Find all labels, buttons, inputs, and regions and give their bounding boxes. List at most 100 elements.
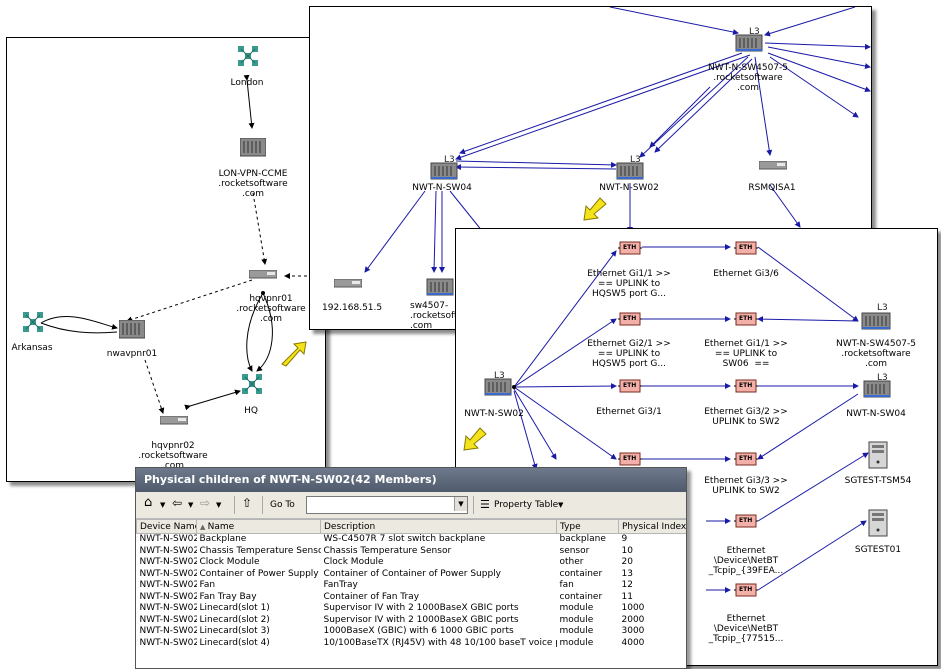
cell-description: Supervisor IV with 2 1000BaseX GBIC port… — [323, 614, 519, 625]
cell-description: WS-C4507R 7 slot switch backplane — [323, 534, 486, 544]
column-header-name[interactable]: ▲ Name — [196, 519, 321, 534]
property-table-icon[interactable]: ☰ — [480, 498, 490, 511]
cell-type: module — [559, 603, 594, 613]
column-header-physical-index[interactable]: Physical Index — [618, 519, 686, 534]
node-label-core: NWT-N-SW4507-5 .rocketsoftware .com — [835, 339, 917, 369]
node-label-eth-gi11-a: Ethernet Gi1/1 >> == UPLINK to HQSW5 por… — [587, 269, 671, 299]
cell-description: Clock Module — [323, 557, 384, 567]
node-label-sgtest-tsm54: SGTEST-TSM54 — [844, 476, 912, 486]
eth-badge: ETH — [623, 315, 637, 322]
cell-name: Linecard(slot 3) — [199, 626, 270, 636]
node-label-ip: 192.168.51.5 — [322, 303, 383, 313]
cell-type: container — [559, 568, 603, 579]
home-icon[interactable]: ⌂ — [144, 495, 153, 510]
l3-badge: L3 — [444, 155, 455, 165]
goto-input[interactable] — [306, 496, 468, 514]
column-header-description[interactable]: Description — [320, 519, 557, 534]
back-dropdown-icon[interactable]: ▼ — [188, 501, 194, 509]
node-label-sgtest01: SGTEST01 — [854, 545, 902, 555]
eth-badge: ETH — [739, 244, 753, 251]
property-table-button[interactable]: Property Table — [494, 500, 559, 510]
cell-description: Container of Fan Tray — [323, 591, 420, 602]
cell-description: 1000BaseX (GBIC) with 6 1000 GBIC ports — [323, 626, 514, 636]
eth-badge: ETH — [739, 382, 753, 389]
cell-physical-index: 9 — [621, 534, 628, 544]
goto-dropdown-icon[interactable]: ▼ — [454, 497, 467, 511]
cell-device-name: NWT-N-SW02 — [139, 591, 197, 602]
cell-type: other — [559, 557, 584, 567]
cell-device-name: NWT-N-SW02 — [139, 580, 197, 590]
cell-name: Clock Module — [199, 557, 260, 567]
node-label-rsmqisa1: RSMQISA1 — [748, 183, 796, 193]
cell-physical-index: 10 — [621, 545, 633, 556]
cell-device-name: NWT-N-SW02 — [139, 637, 197, 648]
eth-badge: ETH — [739, 586, 753, 593]
toolbar: ⌂ ▼ ⇦ ▼ ⇨ ▼ ⇧ Go To ▼ ☰ Property Table ▼ — [136, 492, 686, 519]
cell-name: Fan Tray Bay — [199, 591, 257, 602]
column-header-device-name[interactable]: Device Name — [136, 519, 197, 534]
cell-type: backplane — [559, 534, 606, 544]
cell-device-name: NWT-N-SW02 — [139, 614, 197, 625]
cell-physical-index: 11 — [621, 591, 633, 602]
column-header-type[interactable]: Type — [556, 519, 619, 534]
forward-dropdown-icon[interactable]: ▼ — [216, 501, 222, 509]
eth-badge: ETH — [739, 517, 753, 524]
node-label-core: NWT-N-SW4507-5 .rocketsoftware .com — [707, 63, 789, 93]
cell-physical-index: 4000 — [621, 637, 645, 648]
cell-type: module — [559, 626, 594, 636]
cell-description: FanTray — [323, 580, 358, 590]
cell-description: Chassis Temperature Sensor — [323, 545, 452, 556]
window-title: Physical children of NWT-N-SW02(42 Membe… — [136, 468, 686, 492]
home-dropdown-icon[interactable]: ▼ — [160, 501, 166, 509]
cell-name: Linecard(slot 2) — [199, 614, 270, 625]
property-table-dropdown-icon[interactable]: ▼ — [558, 501, 564, 509]
cell-device-name: NWT-N-SW02 — [139, 534, 197, 544]
node-label-sw02: NWT-N-SW02 — [599, 183, 659, 193]
node-label-sw02: NWT-N-SW02 — [464, 409, 524, 419]
eth-badge: ETH — [623, 455, 637, 462]
cell-device-name: NWT-N-SW02 — [139, 557, 197, 567]
node-label-nwavpnr01: nwavpnr01 — [106, 349, 158, 359]
node-label-sw04: NWT-N-SW04 — [846, 409, 906, 419]
column-header-name-label: Name — [207, 521, 235, 532]
node-label-eth-gi36: Ethernet Gi3/6 — [713, 269, 779, 279]
cell-type: module — [559, 614, 594, 625]
eth-badge: ETH — [739, 315, 753, 322]
topology-links — [364, 7, 871, 273]
interface-map-panel: L3 NWT-N-SW02 ETH ETH ETH ETH ETH ETH ET… — [455, 228, 938, 666]
cell-physical-index: 12 — [621, 580, 633, 590]
forward-icon[interactable]: ⇨ — [200, 496, 211, 510]
interface-links — [512, 244, 869, 593]
vpn-map-links — [40, 74, 307, 414]
cell-description: Supervisor IV with 2 1000BaseX GBIC port… — [323, 603, 519, 613]
cell-device-name: NWT-N-SW02 — [139, 545, 197, 556]
cell-physical-index: 2000 — [621, 614, 645, 625]
node-label-arkansas: Arkansas — [11, 343, 53, 353]
l3-badge: L3 — [877, 303, 888, 313]
node-label-eth-netbt2: Ethernet \Device\NetBT _Tcpip_{77515... — [708, 614, 784, 644]
toolbar-divider — [262, 496, 263, 514]
up-level-icon[interactable]: ⇧ — [242, 496, 253, 510]
back-icon[interactable]: ⇦ — [172, 496, 183, 510]
l3-badge: L3 — [749, 27, 760, 37]
cell-type: module — [559, 637, 594, 648]
node-label-eth-gi31: Ethernet Gi3/1 — [596, 407, 662, 417]
node-label-eth-netbt1: Ethernet \Device\NetBT _Tcpip_{39FEA... — [708, 546, 784, 576]
node-label-sw4507: sw4507- .rocketsoftw .com — [410, 301, 465, 330]
l3-badge: L3 — [630, 155, 641, 165]
cell-description: Container of Container of Power Supply — [323, 568, 502, 579]
node-label-lon-vpn: LON-VPN-CCME .rocketsoftware .com — [218, 169, 288, 199]
cell-type: container — [559, 591, 603, 602]
cell-name: Backplane — [199, 534, 247, 544]
cell-physical-index: 3000 — [621, 626, 645, 636]
